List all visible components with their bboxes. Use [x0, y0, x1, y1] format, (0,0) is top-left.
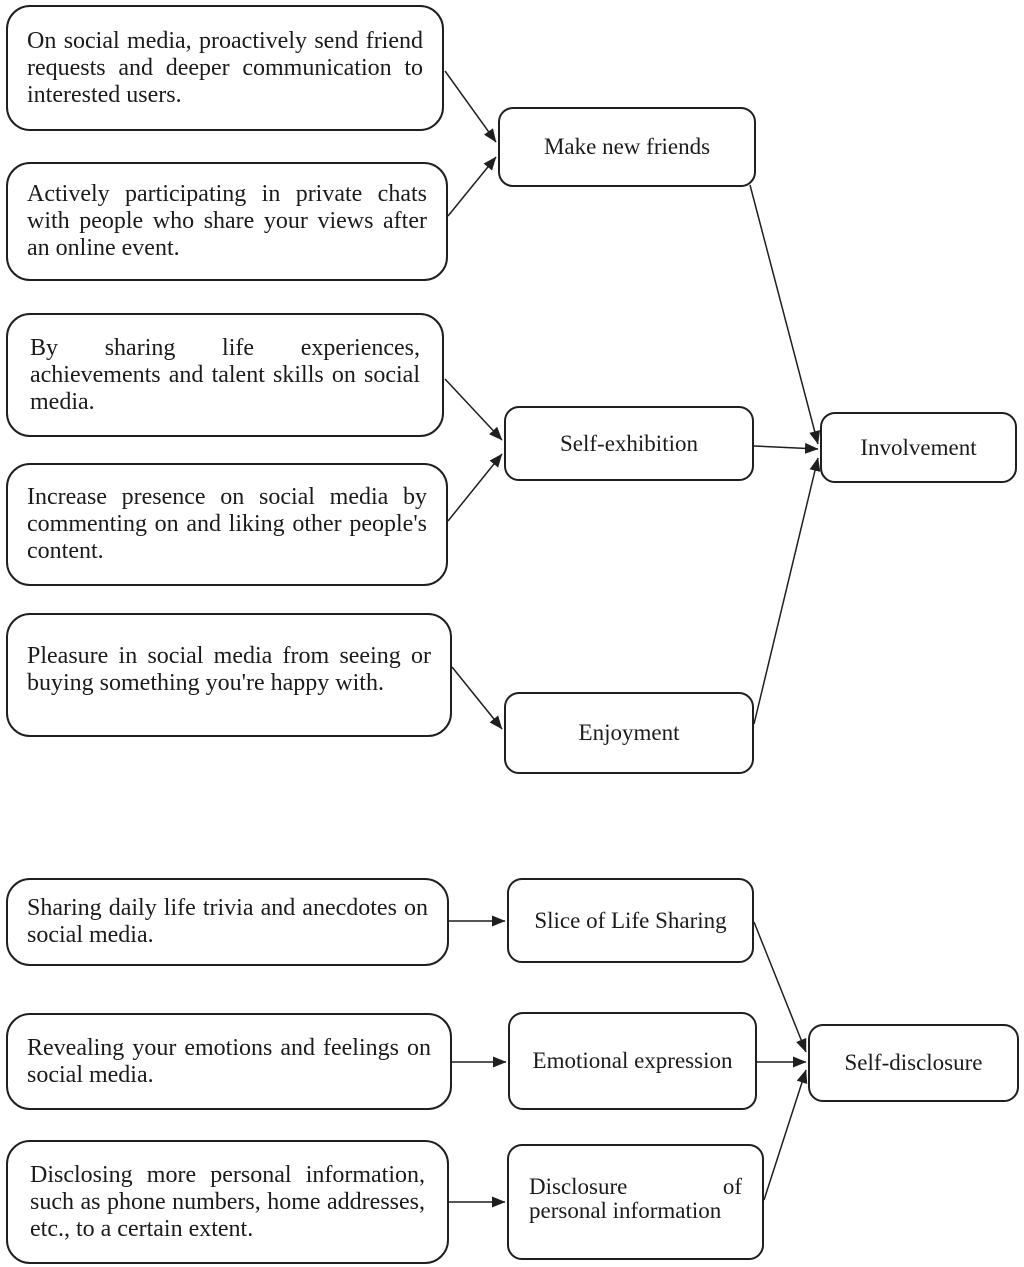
node-make-new-friends: Make new friends — [498, 107, 756, 187]
desc-text-private-chats: Actively participating in private chats … — [27, 181, 427, 261]
arrow-pleasure-to-enjoyment — [451, 666, 503, 730]
node-label-self-disclosure: Self-disclosure — [844, 1050, 983, 1075]
node-self-exhibition: Self-exhibition — [504, 406, 754, 481]
arrow-increase-presence-to-self-exhibition — [447, 453, 503, 522]
node-disclosure-of-personal-information: Disclosure of personal information — [507, 1144, 764, 1260]
desc-box-sharing-experiences: By sharing life experiences, achievement… — [6, 313, 444, 437]
arrow-self-exhibition-to-involvement — [753, 442, 819, 454]
desc-text-disclosing-info: Disclosing more personal information, su… — [30, 1161, 425, 1242]
node-label-involvement: Involvement — [860, 434, 977, 460]
node-label-emotional-expression: Emotional expression — [532, 1048, 733, 1073]
desc-box-daily-trivia: Sharing daily life trivia and anecdotes … — [6, 878, 449, 966]
node-enjoyment: Enjoyment — [504, 692, 754, 774]
node-label-enjoyment: Enjoyment — [578, 720, 680, 745]
node-involvement: Involvement — [820, 412, 1017, 483]
desc-text-daily-trivia: Sharing daily life trivia and anecdotes … — [27, 895, 428, 948]
desc-box-increase-presence: Increase presence on social media by com… — [6, 463, 448, 586]
node-label-disclosure-line2: personal information — [529, 1198, 722, 1223]
desc-text-increase-presence: Increase presence on social media by com… — [27, 484, 427, 564]
arrow-private-chats-to-make-new-friends — [447, 156, 497, 217]
desc-box-revealing-emotions: Revealing your emotions and feelings on … — [6, 1013, 452, 1110]
desc-text-friend-requests: On social media, proactively send friend… — [27, 27, 423, 108]
arrow-enjoyment-to-involvement — [753, 457, 821, 725]
node-emotional-expression: Emotional expression — [508, 1012, 757, 1110]
node-label-self-exhibition: Self-exhibition — [560, 430, 698, 456]
desc-text-revealing-emotions: Revealing your emotions and feelings on … — [27, 1034, 431, 1088]
arrow-sharing-experiences-to-self-exhibition — [444, 378, 503, 441]
arrow-make-new-friends-to-involvement — [749, 184, 821, 445]
node-self-disclosure: Self-disclosure — [808, 1024, 1019, 1102]
desc-box-friend-requests: On social media, proactively send friend… — [6, 5, 444, 131]
desc-box-pleasure: Pleasure in social media from seeing or … — [6, 613, 452, 737]
arrow-disclosure-to-self-disclosure — [763, 1069, 808, 1201]
arrow-friend-requests-to-make-new-friends — [444, 70, 497, 143]
node-label-slice-of-life-sharing: Slice of Life Sharing — [534, 907, 727, 933]
node-label-disclosure-line1: Disclosure of — [529, 1174, 742, 1199]
desc-box-disclosing-info: Disclosing more personal information, su… — [6, 1140, 449, 1264]
desc-text-sharing-experiences: By sharing life experiences, achievement… — [30, 334, 420, 415]
desc-box-private-chats: Actively participating in private chats … — [6, 162, 448, 281]
arrow-slice-of-life-to-self-disclosure — [753, 921, 807, 1053]
node-label-make-new-friends: Make new friends — [543, 134, 711, 159]
node-slice-of-life-sharing: Slice of Life Sharing — [507, 878, 754, 963]
desc-text-pleasure: Pleasure in social media from seeing or … — [27, 643, 431, 696]
